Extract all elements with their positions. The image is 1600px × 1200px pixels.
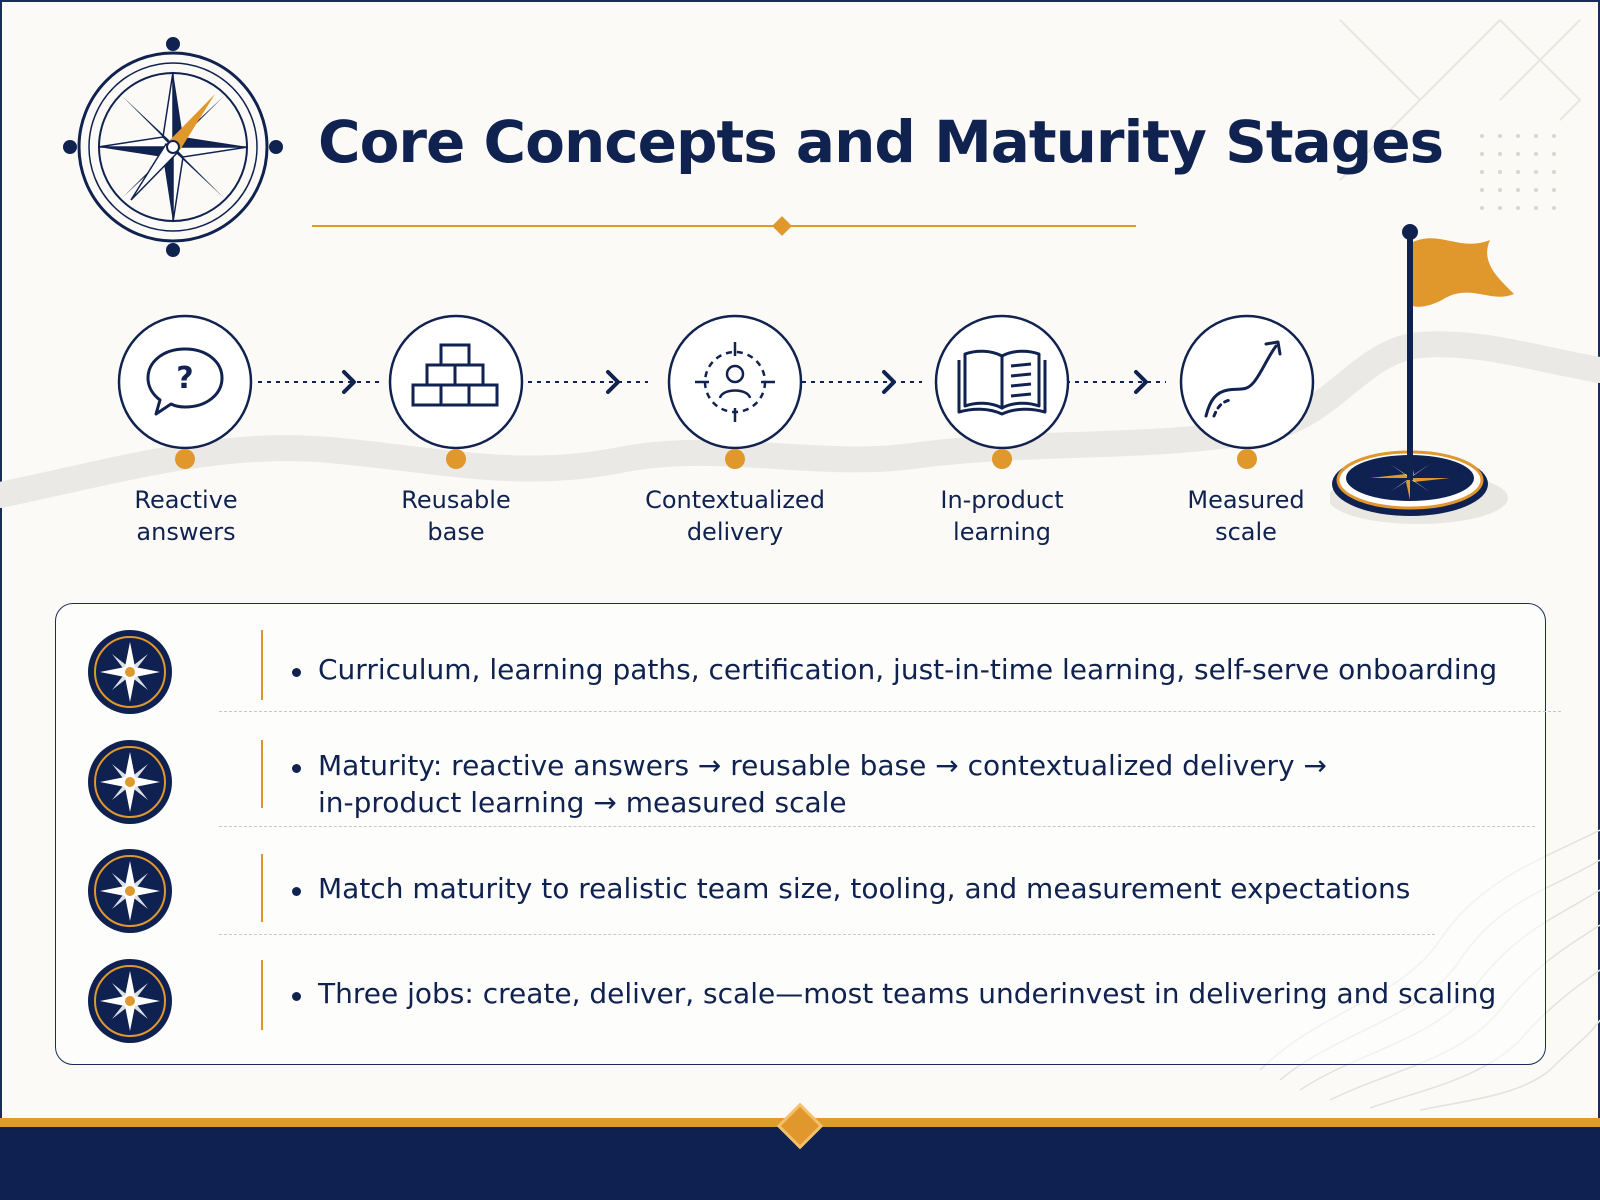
- row-separator: [219, 934, 1435, 935]
- stage-measured-scale: [1179, 314, 1315, 469]
- bullet-text-2-line-1: Maturity: reactive answers → reusable ba…: [318, 749, 1327, 782]
- question-bubble-icon: [146, 347, 224, 416]
- title-divider: [312, 216, 1136, 236]
- bullet-dot: [292, 764, 301, 773]
- growth-arrow-icon: [1204, 340, 1282, 418]
- svg-text:?: ?: [176, 361, 193, 396]
- row-divider-accent: [261, 854, 263, 922]
- bullet-dot: [292, 887, 301, 896]
- row-divider-accent: [261, 960, 263, 1030]
- bullet-text-2-line-2: in-product learning → measured scale: [318, 786, 847, 819]
- row-divider-accent: [261, 630, 263, 700]
- compass-star-icon: [88, 849, 172, 933]
- row-separator: [219, 711, 1561, 712]
- row-divider-accent: [261, 740, 263, 808]
- target-person-icon: [695, 342, 775, 422]
- goal-flag-icon: [1330, 224, 1514, 524]
- compass-star-icon: [88, 740, 172, 824]
- bullet-text-1: Curriculum, learning paths, certificatio…: [318, 653, 1498, 686]
- compass-star-icon: [88, 959, 172, 1043]
- bullet-text-3: Match maturity to realistic team size, t…: [318, 872, 1411, 905]
- footer-diamond-icon: [776, 1102, 824, 1150]
- concepts-panel: Curriculum, learning paths, certificatio…: [55, 603, 1561, 1065]
- page-title: Core Concepts and Maturity Stages: [318, 108, 1444, 176]
- compass-star-icon: [88, 630, 172, 714]
- stage-in-product-learning: [934, 314, 1070, 469]
- stage-contextualized-delivery: [667, 314, 803, 469]
- bullet-dot: [292, 668, 301, 677]
- stacked-blocks-icon: [411, 343, 499, 407]
- row-separator: [219, 826, 1535, 827]
- open-book-icon: [957, 349, 1047, 416]
- stage-connectors: [258, 370, 1166, 394]
- stage-reactive-answers: ?: [117, 314, 253, 469]
- compass-logo-icon: [63, 37, 283, 257]
- bullet-text-4: Three jobs: create, deliver, scale—most …: [318, 977, 1497, 1010]
- stage-reusable-base: [388, 314, 524, 469]
- bullet-dot: [292, 992, 301, 1001]
